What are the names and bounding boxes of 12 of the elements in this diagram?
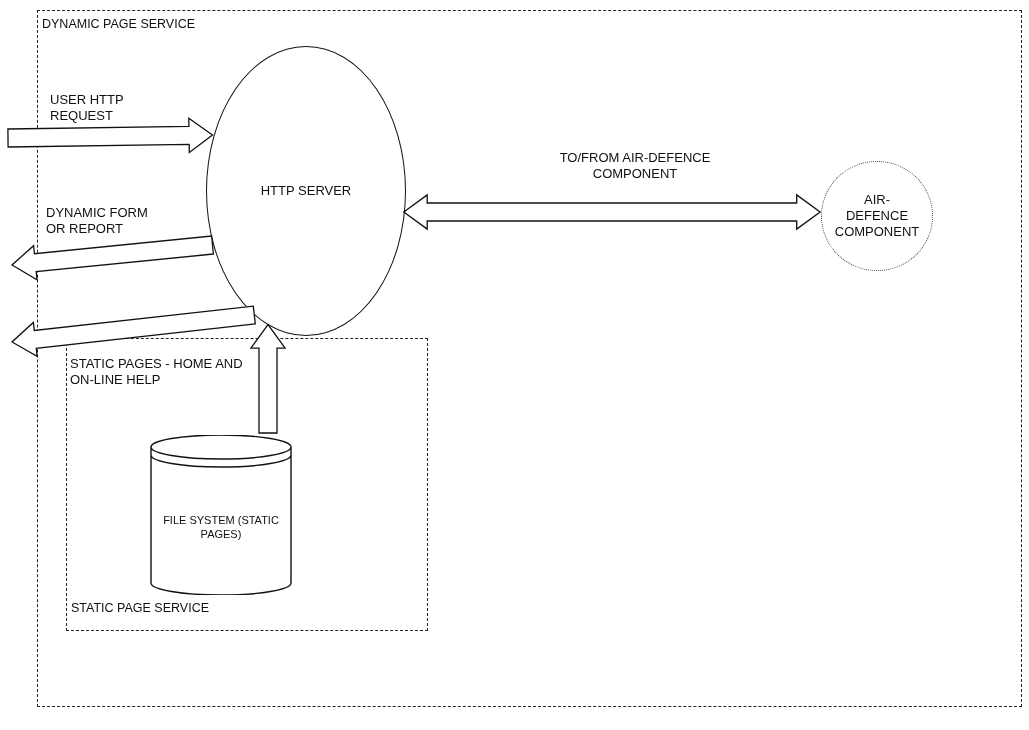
boundary-label: STATIC PAGE SERVICE (71, 600, 209, 618)
service-boundary (66, 338, 428, 631)
block-arrow (7, 116, 214, 154)
block-arrow (10, 235, 215, 281)
block-arrow (402, 193, 822, 231)
block-arrow (10, 305, 256, 358)
database-cylinder (150, 435, 292, 595)
node-label: FILE SYSTEM (STATIC PAGES) (162, 514, 280, 542)
block-arrow (249, 323, 287, 434)
node-label: HTTP SERVER (259, 182, 353, 200)
node-label: AIR-DEFENCE COMPONENT (833, 191, 921, 241)
boundary-label: DYNAMIC PAGE SERVICE (42, 16, 196, 33)
